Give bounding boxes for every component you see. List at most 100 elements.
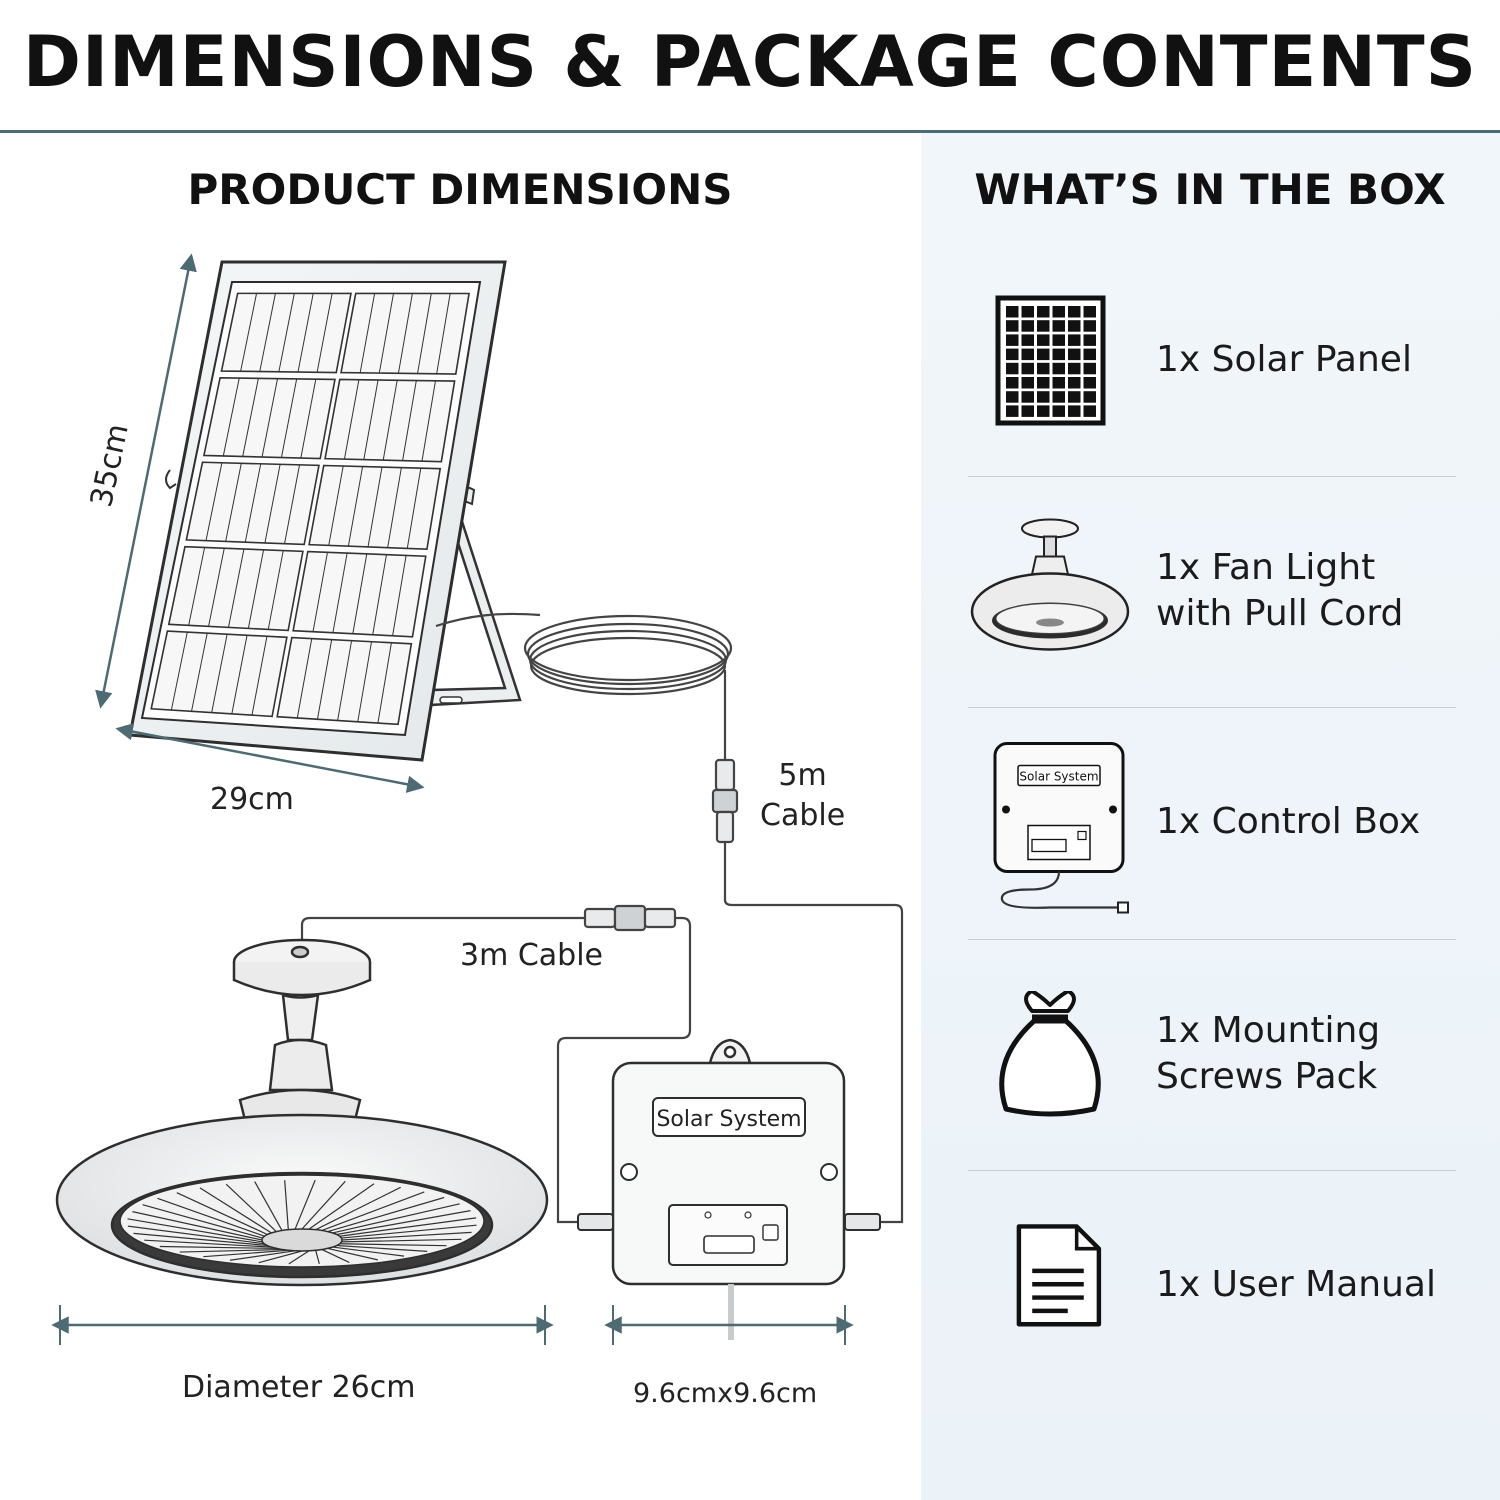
cell-stripe	[244, 463, 262, 543]
icon-solar-cell	[1083, 391, 1096, 403]
cell-stripe	[231, 635, 248, 714]
cell-stripe	[343, 379, 360, 460]
fan-blade-line	[225, 1183, 277, 1233]
cell-stripe	[352, 553, 368, 634]
fan-blade-line	[258, 1250, 303, 1264]
cell-stripe	[382, 380, 398, 461]
cell-stripe	[377, 642, 392, 724]
fan-blade-line	[254, 1181, 283, 1231]
cell-stripe	[337, 640, 353, 721]
fan-blade-line	[127, 1225, 265, 1245]
fan-blade-line	[327, 1247, 378, 1261]
icon-solar-cell	[1006, 362, 1019, 375]
fan-blade-line	[336, 1210, 471, 1236]
cell-stripe	[392, 555, 407, 636]
cell-stripe	[421, 380, 436, 462]
icon-solar-cell	[1006, 391, 1019, 403]
cell-stripe	[332, 553, 348, 633]
icon-solar-cell	[1083, 320, 1096, 332]
cell-stripe	[406, 468, 422, 549]
cell-stripe	[357, 641, 372, 722]
icon-solar-cell	[1037, 348, 1050, 361]
cell-stripe	[211, 634, 228, 713]
icon-solar-cell	[1021, 348, 1034, 361]
cell-stripe	[316, 639, 333, 720]
icon-solar-cell	[1068, 306, 1081, 318]
icon-solar-cell	[1068, 334, 1081, 346]
fan-blade-line	[199, 1187, 272, 1234]
icon-solar-cell	[1083, 306, 1096, 318]
fan-blade-line	[294, 1179, 316, 1230]
manual-icon	[1016, 1224, 1102, 1327]
fan-blade-line	[157, 1197, 265, 1237]
fan-blade-line	[133, 1232, 268, 1247]
control-box-icon: Solar System	[993, 742, 1129, 914]
cable-3m-label: 3m Cable	[460, 938, 604, 973]
icon-solar-cell	[1068, 377, 1081, 389]
fan-blade-line	[321, 1191, 425, 1232]
fan-blade-line	[288, 1250, 310, 1265]
control-box-icon-text: Solar System	[1019, 770, 1098, 784]
icon-solar-cell	[1006, 405, 1019, 417]
icon-solar-cell	[1006, 320, 1019, 332]
panel-width-label: 29cm	[210, 782, 294, 817]
cell-stripe	[367, 466, 383, 548]
item-divider	[968, 939, 1456, 940]
fan-blade-line	[341, 1238, 462, 1243]
cell-stripe	[296, 638, 313, 719]
icon-solar-cell	[1052, 377, 1065, 389]
icon-solar-cell	[1037, 306, 1050, 318]
fan-blade-line	[308, 1183, 375, 1230]
box-item-label: 1x User Manual	[1156, 1264, 1436, 1305]
icon-solar-cell	[1068, 362, 1081, 375]
cell-stripe	[208, 548, 225, 627]
fan-blade-line	[332, 1203, 460, 1234]
icon-solar-cell	[1052, 391, 1065, 403]
cell-stripe	[278, 293, 295, 372]
icon-solar-cell	[1083, 377, 1096, 389]
cell-stripe	[397, 293, 413, 374]
icon-solar-cell	[1021, 391, 1034, 403]
fan-blade-line	[339, 1217, 477, 1237]
product-dimensions-heading: PRODUCT DIMENSIONS	[187, 165, 733, 214]
fan-blade-line	[203, 1249, 289, 1258]
product-illustration: Solar System	[51, 253, 904, 1345]
item-divider	[968, 1170, 1456, 1171]
cell-stripe	[328, 465, 344, 546]
fan-diameter-label: Diameter 26cm	[182, 1370, 416, 1405]
fan-blade-line	[341, 1224, 477, 1239]
coiled-cable-5m	[435, 612, 904, 1224]
icon-solar-cell	[1083, 362, 1096, 375]
fan-blade-line	[332, 1246, 405, 1257]
cell-stripe	[402, 380, 417, 461]
cell-stripe	[267, 550, 284, 630]
control-box-drawing	[577, 1038, 881, 1340]
cell-stripe	[372, 554, 387, 635]
cable-3m	[300, 904, 692, 1224]
fan-blade-line	[229, 1250, 296, 1261]
icon-solar-cell	[1068, 391, 1081, 403]
cell-stripe	[378, 293, 394, 374]
fan-blade-line	[301, 1180, 346, 1230]
item-divider	[968, 476, 1456, 477]
box-item-label: 1x Mounting Screws Pack	[1156, 1010, 1381, 1097]
icon-solar-cell	[1021, 405, 1034, 417]
cell-stripe	[436, 293, 451, 374]
box-item-label: 1x Solar Panel	[1156, 339, 1412, 380]
cell-stripe	[284, 464, 301, 544]
cell-stripe	[264, 464, 281, 544]
control-box-label: Solar System	[656, 1107, 801, 1132]
box-size-label: 9.6cmx9.6cm	[633, 1378, 818, 1409]
icon-solar-cell	[1083, 334, 1096, 346]
panel-width-arrow	[115, 723, 425, 793]
fan-blade-line	[127, 1218, 263, 1243]
icon-solar-cell	[1052, 405, 1065, 417]
fan-light-drawing	[55, 938, 549, 1287]
cell-stripe	[261, 378, 279, 458]
cell-stripe	[316, 293, 333, 373]
icon-solar-cell	[1052, 362, 1065, 375]
cell-stripe	[225, 463, 242, 542]
icon-solar-cell	[1006, 348, 1019, 361]
icon-solar-cell	[1037, 362, 1050, 375]
